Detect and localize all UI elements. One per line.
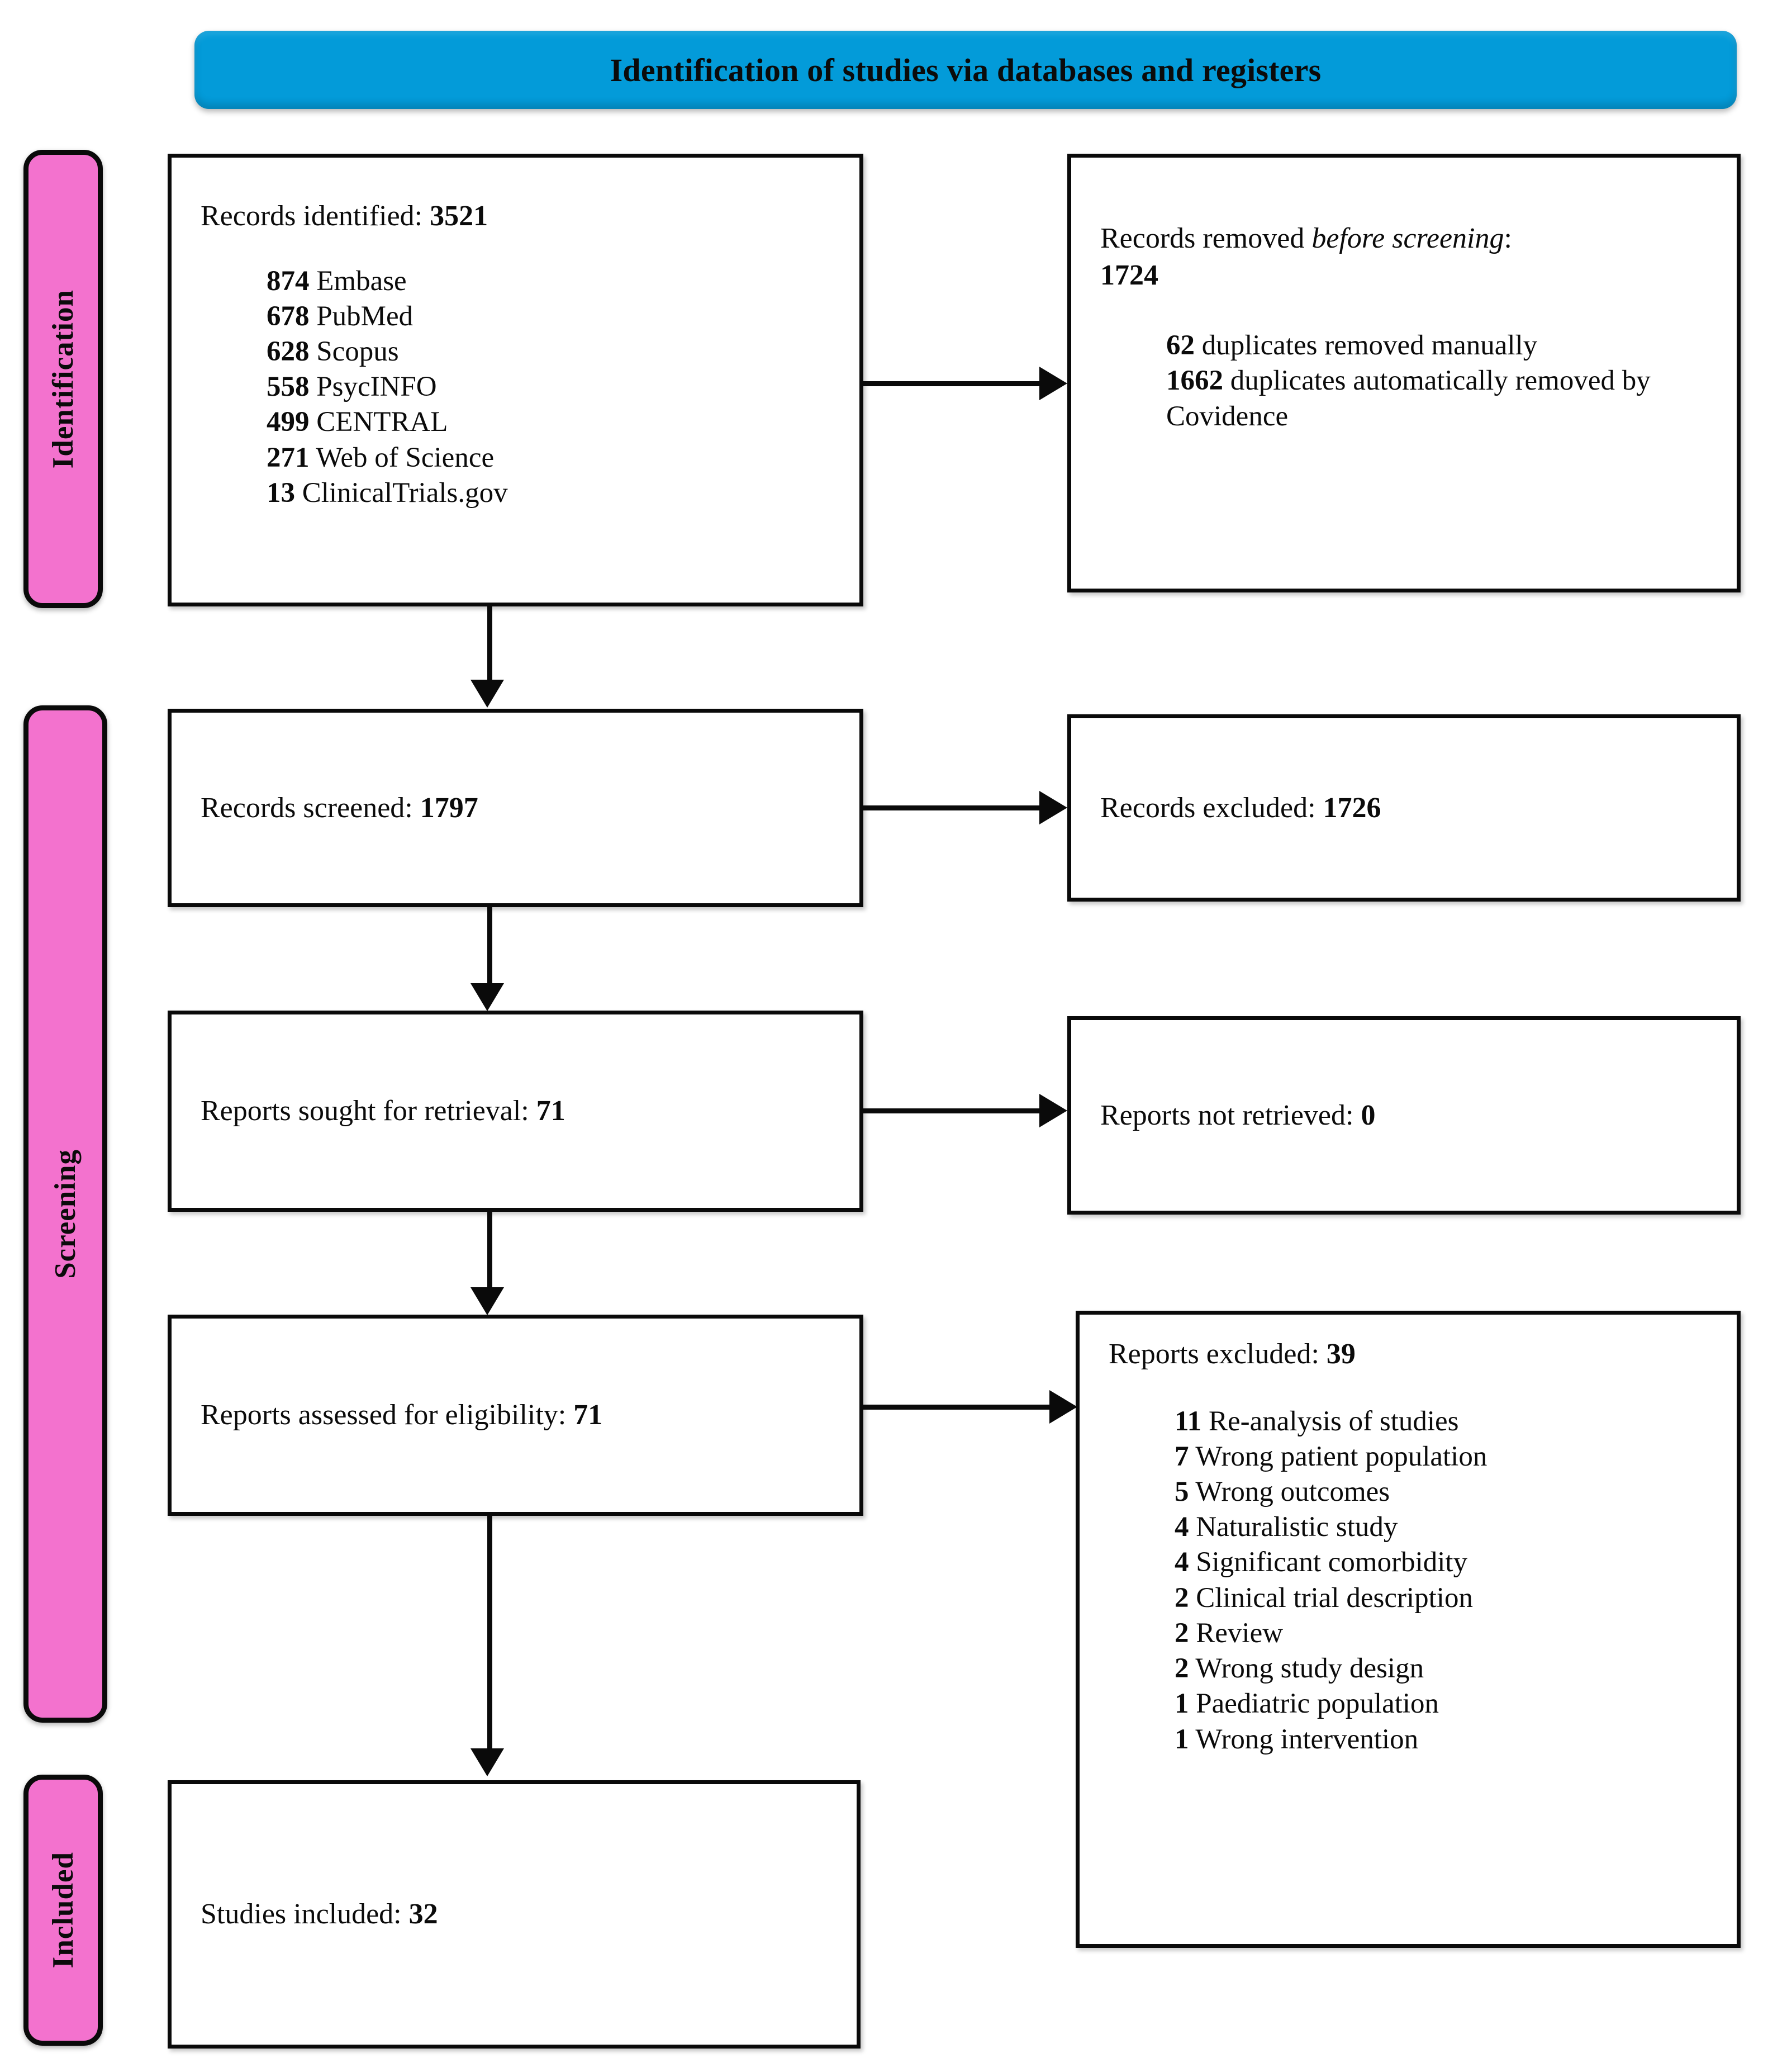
connector-assessed-to-reports-excluded bbox=[863, 1405, 1053, 1410]
connector-assessed-to-included bbox=[487, 1516, 492, 1751]
studies-included-text: Studies included: 32 bbox=[201, 1898, 438, 1931]
box-records-removed-before-screening: Records removed before screening: 1724 6… bbox=[1067, 154, 1741, 592]
connector-screened-to-excluded bbox=[863, 805, 1042, 810]
box-records-screened: Records screened: 1797 bbox=[168, 709, 863, 907]
connector-screened-to-sought bbox=[487, 907, 492, 985]
phase-label-included: Included bbox=[47, 1852, 79, 1969]
box-records-excluded: Records excluded: 1726 bbox=[1067, 714, 1741, 902]
arrowhead-identified-to-removed bbox=[1039, 367, 1067, 400]
connector-sought-to-assessed bbox=[487, 1212, 492, 1290]
arrowhead-sought-to-not-retrieved bbox=[1039, 1094, 1067, 1127]
exclusion-reason-row: 5 Wrong outcomes bbox=[1175, 1476, 1390, 1507]
records-screened-text: Records screened: 1797 bbox=[201, 791, 478, 824]
reports-excluded-heading: Reports excluded: 39 bbox=[1109, 1338, 1356, 1370]
exclusion-reason-row: 2 Wrong study design bbox=[1175, 1653, 1424, 1685]
records-removed-heading: Records removed before screening: bbox=[1100, 222, 1512, 254]
phase-label-screening: Screening bbox=[49, 1149, 82, 1279]
reports-not-retrieved-text: Reports not retrieved: 0 bbox=[1100, 1099, 1376, 1131]
exclusion-reason-row: 1 Wrong intervention bbox=[1175, 1723, 1419, 1755]
connector-identified-to-removed bbox=[863, 381, 1042, 386]
box-reports-not-retrieved: Reports not retrieved: 0 bbox=[1067, 1016, 1741, 1215]
source-row: 558 PsycINFO bbox=[267, 371, 437, 403]
records-excluded-text: Records excluded: 1726 bbox=[1100, 791, 1381, 824]
arrowhead-sought-to-assessed bbox=[470, 1287, 504, 1315]
box-records-identified: Records identified: 3521 874 Embase 678 … bbox=[168, 154, 863, 606]
source-row: 678 PubMed bbox=[267, 300, 414, 332]
records-removed-value: 1724 bbox=[1100, 259, 1158, 291]
phase-bar-screening: Screening bbox=[23, 705, 107, 1723]
exclusion-reason-row: 2 Review bbox=[1175, 1617, 1284, 1649]
source-row: 874 Embase bbox=[267, 265, 407, 297]
box-studies-included: Studies included: 32 bbox=[168, 1780, 861, 2049]
box-reports-excluded-with-reasons: Reports excluded: 39 11 Re-analysis of s… bbox=[1076, 1311, 1741, 1948]
arrowhead-assessed-to-included bbox=[470, 1748, 504, 1776]
banner-title: Identification of studies via databases … bbox=[610, 51, 1322, 88]
phase-bar-identification: Identification bbox=[23, 150, 103, 608]
removal-reason-row: 62 duplicates removed manually bbox=[1166, 330, 1538, 362]
source-row: 13 ClinicalTrials.gov bbox=[267, 477, 508, 509]
connector-identified-to-screened bbox=[487, 606, 492, 682]
arrowhead-identified-to-screened bbox=[470, 680, 504, 708]
phase-bar-included: Included bbox=[23, 1775, 103, 2046]
source-row: 499 CENTRAL bbox=[267, 406, 448, 438]
box-reports-assessed-for-eligibility: Reports assessed for eligibility: 71 bbox=[168, 1315, 863, 1516]
source-row: 271 Web of Science bbox=[267, 442, 495, 473]
arrowhead-assessed-to-reports-excluded bbox=[1049, 1390, 1077, 1424]
phase-label-identification: Identification bbox=[47, 289, 79, 469]
source-row: 628 Scopus bbox=[267, 335, 399, 367]
box-reports-sought-for-retrieval: Reports sought for retrieval: 71 bbox=[168, 1011, 863, 1212]
connector-sought-to-not-retrieved bbox=[863, 1108, 1042, 1113]
records-identified-heading: Records identified: 3521 bbox=[201, 200, 488, 232]
arrowhead-screened-to-excluded bbox=[1039, 791, 1067, 824]
diagram-header-banner: Identification of studies via databases … bbox=[194, 31, 1737, 109]
exclusion-reason-row: 2 Clinical trial description bbox=[1175, 1582, 1473, 1614]
exclusion-reason-row: 1 Paediatric population bbox=[1175, 1688, 1439, 1720]
arrowhead-screened-to-sought bbox=[470, 983, 504, 1011]
reports-sought-text: Reports sought for retrieval: 71 bbox=[201, 1095, 565, 1127]
exclusion-reason-row: 11 Re-analysis of studies bbox=[1175, 1405, 1459, 1437]
exclusion-reason-row: 4 Naturalistic study bbox=[1175, 1511, 1398, 1543]
exclusion-reason-row: 4 Significant comorbidity bbox=[1175, 1547, 1468, 1578]
removal-reason-row: 1662 duplicates automatically removed by… bbox=[1166, 365, 1651, 432]
exclusion-reason-row: 7 Wrong patient population bbox=[1175, 1440, 1487, 1472]
reports-assessed-text: Reports assessed for eligibility: 71 bbox=[201, 1399, 603, 1431]
